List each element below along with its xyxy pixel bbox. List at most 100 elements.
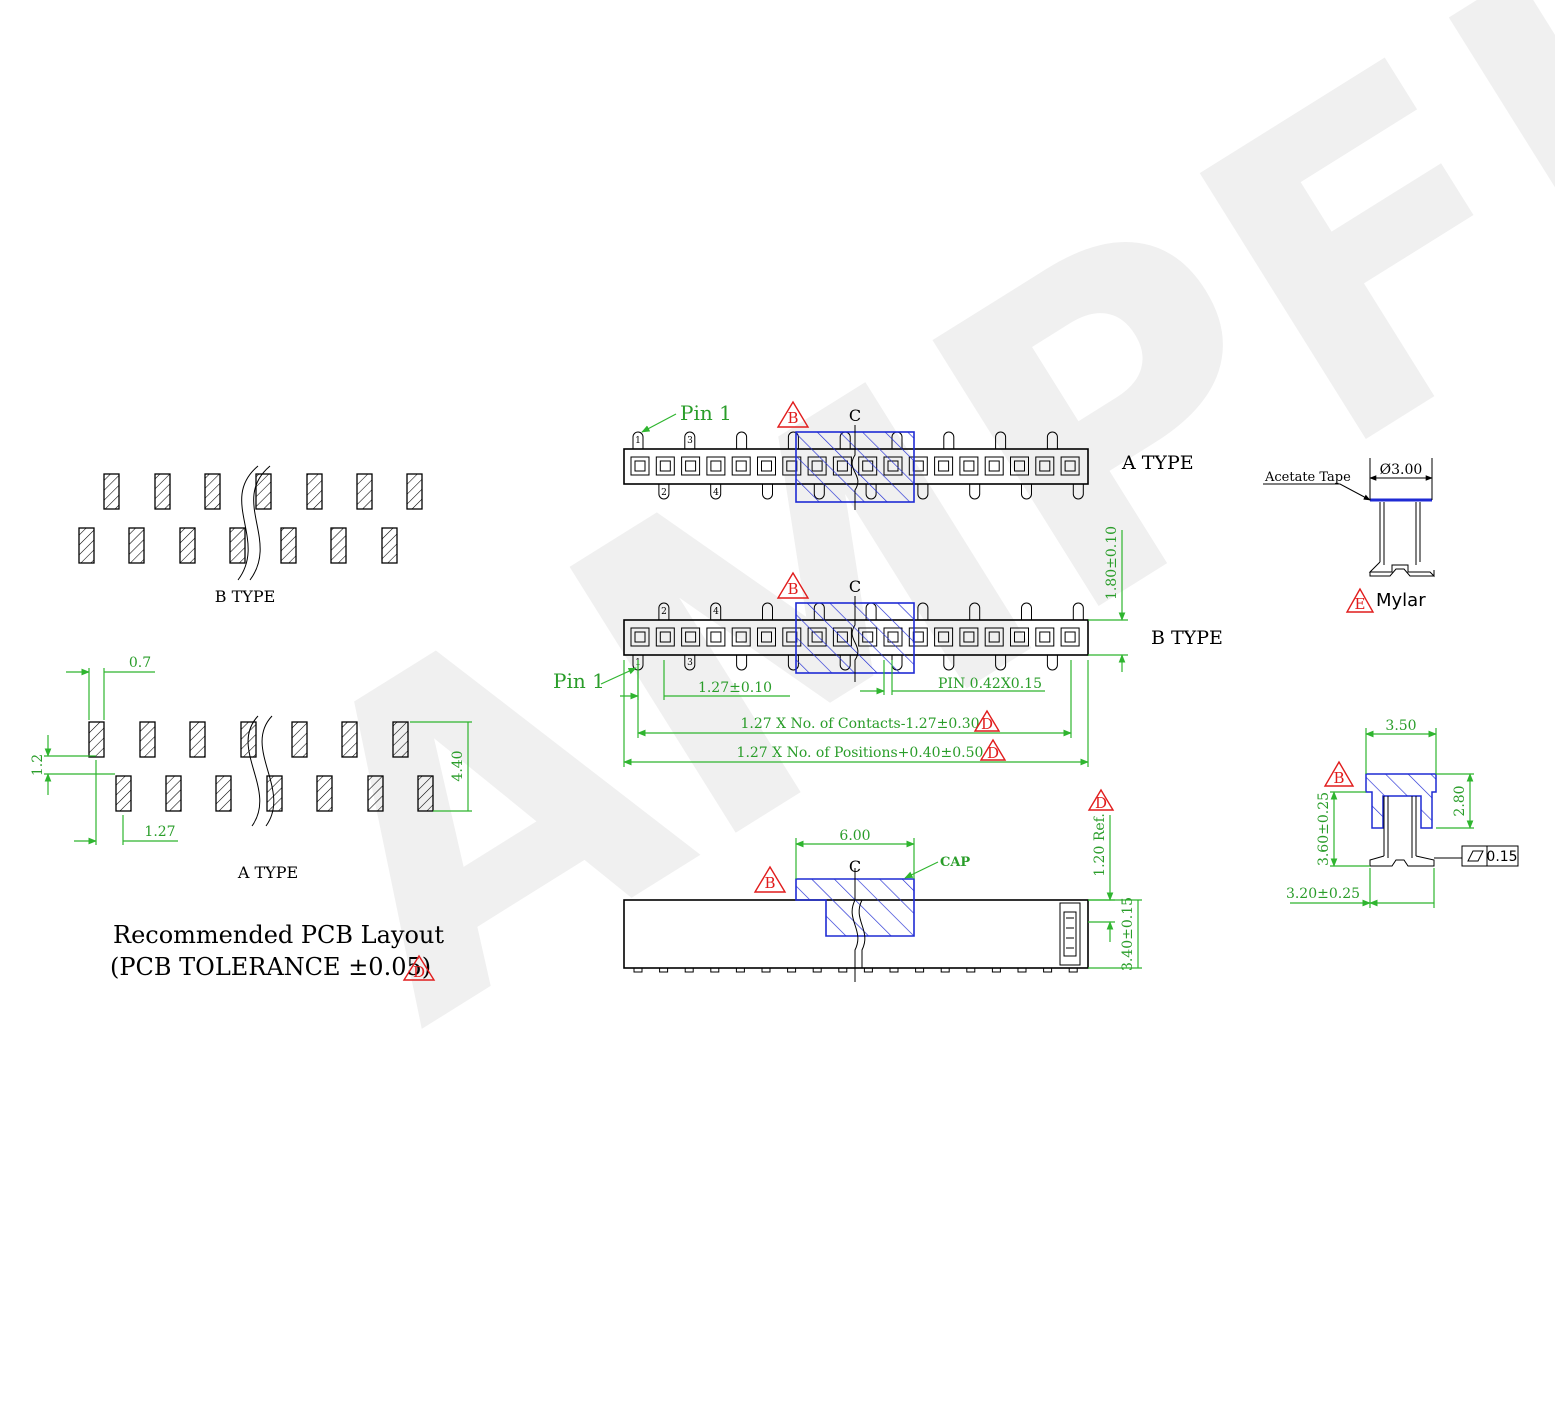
contact-cell [1010,456,1029,476]
contact-pin [1046,655,1058,671]
pcb-pad [88,721,105,758]
svg-text:B: B [1333,769,1344,787]
pcb-tolerance-note: (PCB TOLERANCE ±0.05) [110,953,431,981]
contact-pin [943,431,955,449]
contact-cell [1010,627,1029,647]
contact-cell [984,627,1004,647]
contact-cell [681,456,701,476]
dim-cap-width: 6.00 [839,828,870,844]
pcb-pad [154,473,171,510]
contact-cell [655,456,675,476]
pin-number: 3 [687,436,693,446]
cap-label: CAP [940,855,970,870]
contact-pin [995,655,1007,671]
cap-end [1365,773,1437,829]
pin1-label: Pin 1 [680,401,732,425]
revision-mark-d: D [973,709,1001,733]
dim-row-span: 4.40 [450,750,466,781]
revision-mark-b: B [776,400,810,428]
contact-cell-inner [988,631,1000,643]
dim-pad-width: 0.7 [129,655,151,671]
contact-cell-inner [685,460,697,472]
revision-mark-b: B [1323,760,1355,787]
pcb-pad [139,721,156,758]
pcb-pad [406,473,423,510]
contact-cell [731,456,751,476]
contact-cell-inner [1014,460,1025,472]
revision-mark-d: D [979,738,1007,762]
svg-text:D: D [987,744,999,762]
contact-cell-inner [1064,631,1076,643]
pin1-label: Pin 1 [553,669,605,693]
contact-cell-inner [1014,631,1025,643]
pcb-pad [280,527,297,564]
contact-cell-inner [1039,631,1051,643]
contact-cell-inner [659,631,671,643]
break-line [247,715,261,827]
contact-cell-inner [1064,460,1076,472]
pcb-pad [266,775,283,812]
contact-cell-inner [685,631,697,643]
contact-cell [655,627,675,647]
svg-text:B: B [764,874,775,892]
contact-cell-inner [634,631,646,643]
dim-ref-height: 1.20 Ref. [1092,813,1108,877]
contact-cell [630,456,650,476]
pin-number: 3 [687,658,693,668]
contact-cell-inner [1039,460,1051,472]
revision-mark-b: B [776,571,810,599]
revision-mark-b: B [753,865,787,893]
connector-a-type: C 1 3 2 4 Pin 1 B A TYPE [623,400,1194,510]
contact-cell [630,627,650,647]
contact-cell [757,456,776,476]
contact-cell-inner [938,460,950,472]
contact-pin [1021,484,1032,500]
pcb-pad [306,473,323,510]
pcb-pad [229,527,246,564]
center-line [851,868,859,982]
pcb-layout-a-type: 0.7 1.2 4.40 1.27 A TYPE [30,655,472,882]
pcb-pad [165,775,182,812]
end-latch [1059,902,1081,966]
contact-pin [710,602,722,620]
contact-pin [684,655,696,671]
dim-pin-size: PIN 0.42X0.15 [938,676,1042,692]
contact-cell-inner [988,460,1000,472]
dim-pitch: 1.27 [144,824,175,840]
side-view: C 6.00 CAP B 1.20 Ref. D 3.40±0.15 [623,788,1142,982]
center-line [851,596,859,682]
contact-cell [959,627,979,647]
contact-pin [1072,602,1084,620]
contact-cell [731,627,751,647]
pcb-pad [417,775,434,812]
contact-cell-inner [634,460,646,472]
contact-foot [1017,967,1027,973]
pcb-pad [330,527,347,564]
pcb-pad [291,721,308,758]
contact-cell [706,627,726,647]
contact-foot [1043,967,1053,973]
revision-mark-d: D [402,954,436,981]
contact-cell [681,627,701,647]
contact-pin [943,655,955,671]
contact-cell-inner [938,631,950,643]
contact-foot [940,967,950,973]
center-mark: C [849,577,861,596]
dim-height: 1.80±0.10 [1104,526,1120,600]
dim-inner-height: 2.80 [1452,785,1468,816]
flatness-value: 0.15 [1486,849,1517,865]
center-mark: C [849,857,861,876]
dim-bottom-width: 3.20±0.25 [1286,886,1360,902]
contact-foot [787,967,797,973]
contact-pin [995,431,1007,449]
connector-b-type: C 2 4 1 3 B B TYPE 1.80±0.10 Pin 1 1.27±… [553,526,1223,767]
contact-cell [1035,627,1055,647]
pcb-pad [341,721,358,758]
revision-mark-d: D [1087,788,1115,812]
break-line [249,465,271,581]
contact-foot [633,967,643,973]
pcb-pad [356,473,373,510]
pin-number: 4 [713,607,719,617]
contact-cell-inner [963,460,975,472]
